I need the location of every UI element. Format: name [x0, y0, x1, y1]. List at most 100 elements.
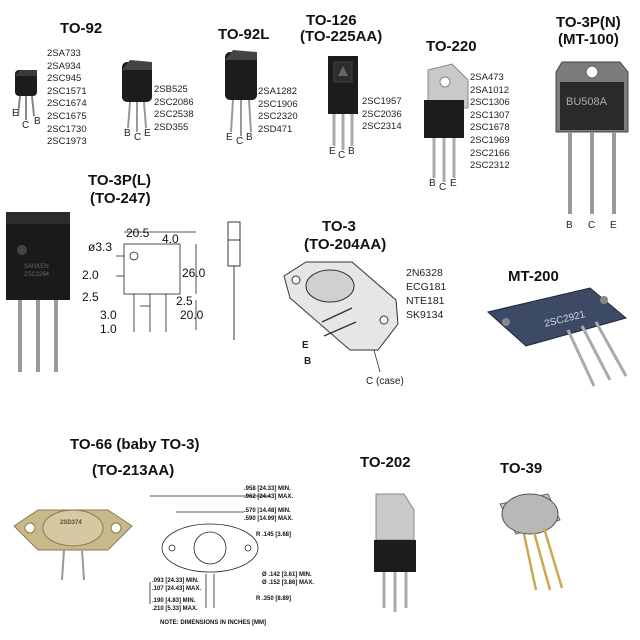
to3-pin-e: E — [302, 340, 309, 351]
to66-dimension-drawing — [149, 495, 270, 608]
to3-case-label: C (case) — [366, 376, 404, 387]
to126-pin-e: E — [329, 146, 336, 157]
to220-part: 2SC1307 — [470, 109, 510, 121]
to126-pin-c: C — [338, 150, 346, 161]
to92-part: 2SC945 — [47, 73, 82, 85]
to3pl-side-drawing — [227, 221, 241, 340]
to126-part: 2SC1957 — [362, 96, 402, 107]
to220-part: 2SA473 — [470, 72, 504, 83]
to3-part: ECG181 — [406, 281, 447, 293]
to126-pin-b: B — [348, 146, 355, 157]
to3pl-drawing — [6, 212, 70, 372]
to66-dim-a-min: .958 [24.33] MIN. — [244, 486, 291, 492]
to3pl-marking-2: 2SC3264 — [24, 272, 50, 278]
to3-part: 2N6328 — [406, 267, 443, 279]
to3pn-pin-e: E — [610, 220, 617, 231]
to3pn-pin-b: B — [566, 220, 573, 231]
to92b-part-list: 2SB525 2SC2086 2SC2538 2SD355 — [154, 84, 194, 134]
to92l-drawing — [225, 50, 257, 136]
to220-part: 2SC2166 — [470, 147, 510, 159]
to92b-part: 2SB525 — [154, 84, 188, 95]
to3pl-dim-tab: 4.0 — [162, 232, 179, 246]
to92l-part: 2SA1282 — [258, 86, 298, 97]
to220-part-list: 2SA473 2SA1012 2SC1306 2SC1307 2SC1678 2… — [470, 72, 510, 173]
to220-pin-c: C — [439, 182, 447, 193]
to92b-pin-b: B — [124, 128, 131, 139]
to92l-pin-b: B — [246, 132, 253, 143]
to92b-part: 2SC2086 — [154, 96, 194, 108]
to126-part-list: 2SC1957 2SC2036 2SC2314 — [362, 96, 402, 134]
to92-pin-c: C — [22, 120, 30, 131]
to66-dim-d-min: Ø .142 [3.61] MIN. — [262, 572, 312, 578]
to92b-part: 2SC2538 — [154, 109, 194, 121]
to3-part: NTE181 — [406, 295, 445, 307]
to3-part: SK9134 — [406, 309, 444, 321]
to66-dim-w-min: .093 [24.33] MIN. — [152, 578, 199, 584]
to92-part: 2SA934 — [47, 60, 81, 72]
to66-title: TO-66 (baby TO-3) — [70, 436, 200, 453]
to3pn-title: TO-3P(N) — [556, 14, 621, 31]
to92-pin-e: E — [12, 108, 19, 119]
to92b-pin-e: E — [144, 128, 151, 139]
to92-part: 2SC1571 — [47, 85, 87, 97]
to3pl-marking-1: SANKEN — [24, 264, 49, 270]
to92-part-list: 2SA733 2SA934 2SC945 2SC1571 2SC1674 2SC… — [47, 48, 87, 149]
to3pn-subtitle: (MT-100) — [558, 31, 619, 48]
to92l-pin-c: C — [236, 136, 244, 147]
to3pl-dim-lead: 20.0 — [180, 308, 204, 322]
to126-part: 2SC2036 — [362, 108, 402, 120]
to3pl-dim-height: 26.0 — [182, 266, 206, 280]
to3pl-dim-a: 2.0 — [82, 268, 99, 282]
to220-part: 2SC1969 — [470, 134, 510, 146]
to39-drawing — [499, 493, 564, 591]
to92-part: 2SC1973 — [47, 136, 87, 148]
to92-part: 2SC1675 — [47, 110, 87, 122]
to220-part: 2SA1012 — [470, 84, 510, 96]
to66-dim-r1: R .145 [3.68] — [256, 532, 292, 538]
to220-pin-b: B — [429, 178, 436, 189]
to3pl-subtitle: (TO-247) — [90, 190, 151, 207]
to3pn-pin-c: C — [588, 220, 596, 231]
to66-dim-h-min: .190 [4.83] MIN. — [152, 598, 196, 604]
to3pn-drawing — [555, 61, 629, 214]
to66-dim-d-max: Ø .152 [3.86] MAX. — [262, 580, 315, 586]
to126-part: 2SC2314 — [362, 121, 402, 133]
to66-subtitle: (TO-213AA) — [92, 462, 175, 479]
to92l-part-list: 2SA1282 2SC1906 2SC2320 2SD471 — [258, 86, 298, 136]
to92b-drawing — [122, 60, 152, 132]
to126-drawing — [328, 56, 358, 150]
to3-part-list: 2N6328 ECG181 NTE181 SK9134 — [406, 266, 446, 322]
to92-part: 2SC1730 — [47, 123, 87, 135]
to220-part: 2SC2312 — [470, 160, 510, 172]
to92l-part: 2SC2320 — [258, 111, 298, 123]
to3pl-dim-lead-width: 1.0 — [100, 322, 117, 336]
to92l-part: 2SC1906 — [258, 98, 298, 110]
to3pl-dimension-drawing — [116, 231, 197, 332]
to39-title: TO-39 — [500, 460, 543, 477]
to3pl-title: TO-3P(L) — [88, 172, 152, 189]
to66-marking: 2SD374 — [60, 520, 82, 526]
to66-dim-w-max: .107 [24.43] MAX. — [152, 586, 202, 592]
to3pn-marking: BU508A — [566, 96, 607, 108]
to66-dim-a-max: .962 [24.43] MAX. — [244, 494, 294, 500]
to66-dim-b-max: .590 [14.99] MAX. — [244, 516, 294, 522]
to3-drawing — [283, 261, 399, 373]
to92l-title: TO-92L — [218, 26, 270, 43]
mt200-title: MT-200 — [508, 268, 559, 285]
to66-dimension-note: NOTE: DIMENSIONS IN INCHES [MM] — [160, 620, 266, 626]
to3pl-dim-pitch: 3.0 — [100, 308, 117, 322]
to92b-part: 2SD355 — [154, 121, 189, 133]
to220-title: TO-220 — [426, 38, 477, 55]
to3pl-dim-width: 20.5 — [126, 226, 150, 240]
to3-subtitle: (TO-204AA) — [304, 236, 387, 253]
to92l-pin-e: E — [226, 132, 233, 143]
to92l-part: 2SD471 — [258, 123, 293, 135]
to66-drawing — [13, 509, 133, 581]
to3-title: TO-3 — [322, 218, 356, 235]
mt200-drawing — [486, 287, 628, 387]
to220-drawing — [424, 63, 469, 182]
to220-pin-e: E — [450, 178, 457, 189]
to126-subtitle: (TO-225AA) — [300, 28, 383, 45]
to3pl-dim-b: 2.5 — [82, 290, 99, 304]
